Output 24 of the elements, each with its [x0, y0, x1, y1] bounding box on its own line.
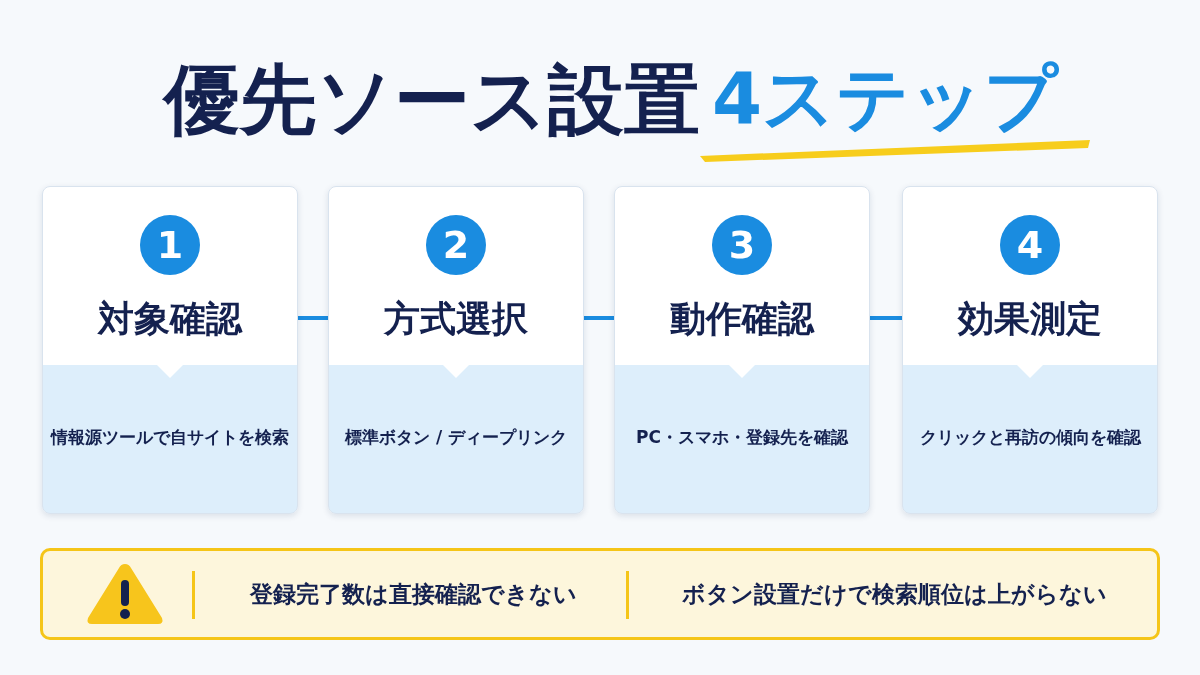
- step-card: [328, 186, 584, 514]
- title: 優先ソース設置: [164, 54, 700, 146]
- step-card: [42, 186, 298, 514]
- connector-line: [584, 316, 614, 320]
- number-circle: 3: [712, 215, 772, 275]
- step-heading: 方式選択: [382, 297, 529, 341]
- step-heading: 対象確認: [96, 297, 244, 341]
- step-description: 情報源ツールで自サイトを検索: [51, 426, 289, 449]
- warning-text: ボタン設置だけで検索順位は上がらない: [681, 580, 1108, 609]
- warning-box: [40, 548, 1160, 640]
- step-card: [902, 186, 1158, 514]
- title-highlight: 4ステップ: [712, 55, 1059, 142]
- step-card: [614, 186, 870, 514]
- warning-text: 登録完了数は直接確認できない: [248, 580, 578, 609]
- step-description: クリックと再訪の傾向を確認: [918, 426, 1143, 449]
- number-circle: 4: [1000, 215, 1060, 275]
- connector-line: [298, 316, 328, 320]
- step-heading: 効果測定: [956, 297, 1103, 341]
- step-description: PC・スマホ・登録先を確認: [635, 426, 850, 449]
- number-circle: 1: [140, 215, 200, 275]
- step-heading: 動作確認: [669, 297, 816, 341]
- number-circle: 2: [426, 215, 486, 275]
- step-description: 標準ボタン / ディープリンク: [343, 426, 568, 449]
- connector-line: [870, 316, 902, 320]
